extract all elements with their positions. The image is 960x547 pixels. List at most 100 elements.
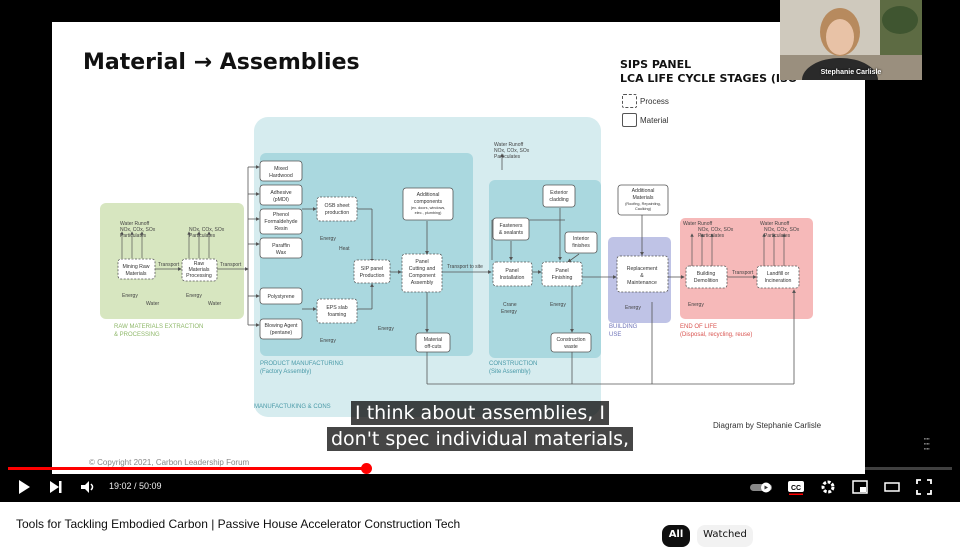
raw-processing-line-2: Materials <box>188 267 209 273</box>
fullscreen-button[interactable] <box>912 476 936 498</box>
chip-watched[interactable]: Watched <box>697 525 753 547</box>
sip-line-1: SIP panel <box>361 266 383 272</box>
mfg-stage-label: MANUFACTUKING & CONS <box>254 404 331 410</box>
fasteners-line-2: & sealants <box>499 230 524 236</box>
polystyrene-label: Polystyrene <box>267 294 294 300</box>
cc-icon: CC <box>788 481 804 495</box>
autoplay-toggle[interactable] <box>748 476 774 498</box>
landfill-particulates: Particulates <box>764 233 791 239</box>
hardwood-line-2: Hardwood <box>269 173 293 179</box>
blowing-agent-line-1: Blowing Agent <box>265 323 298 329</box>
cutting-line-3: Component <box>409 273 436 279</box>
processing-energy: Energy <box>186 293 202 299</box>
volume-icon <box>81 481 94 493</box>
volume-button[interactable] <box>76 476 100 498</box>
legend-material-label: Material <box>640 116 669 125</box>
addl-materials-line-2: Materials <box>632 195 653 201</box>
next-button[interactable] <box>44 476 68 498</box>
autoplay-toggle-icon <box>750 482 772 493</box>
chip-all[interactable]: All <box>662 525 690 547</box>
transport-raw: Transport <box>158 262 180 268</box>
copyright-text: © Copyright 2021, Carbon Leadership Foru… <box>89 458 250 467</box>
replacement-line-3: Maintenance <box>627 280 657 286</box>
eps-line-1: EPS slab <box>326 305 347 311</box>
sip-line-2: Production <box>360 273 385 279</box>
theater-mode-button[interactable] <box>880 476 904 498</box>
sips-panel-title: SIPS PANEL LCA LIFE CYCLE STAGES (ISO <box>620 58 797 86</box>
diagram-credit: Diagram by Stephanie Carlisle <box>713 421 822 430</box>
cutting-line-4: Assembly <box>411 280 434 286</box>
processing-particulates: Particulates <box>189 233 216 239</box>
landfill-water-runoff: Water Runoff <box>760 221 790 227</box>
phenol-line-3: Resin <box>274 226 287 232</box>
processing-emissions: NOx, COx, SOx <box>189 227 225 233</box>
demo-particulates: Particulates <box>698 233 725 239</box>
legend-process-label: Process <box>640 97 669 106</box>
processing-water: Water <box>208 301 221 307</box>
sip-energy: Energy <box>378 326 394 332</box>
miniplayer-button[interactable] <box>848 476 872 498</box>
settings-button[interactable] <box>816 476 840 498</box>
progress-bar[interactable] <box>8 463 952 474</box>
demolition-energy: Energy <box>688 302 704 308</box>
addl-materials-line-3: (Roofing, Repainting, <box>625 202 661 206</box>
cladding-line-1: Exterior <box>550 190 568 196</box>
transport-eol: Transport <box>732 270 754 276</box>
finishes-line-1: Interior <box>573 236 589 242</box>
caption-line-1: I think about assemblies, I <box>351 401 609 425</box>
demolition-line-1: Building <box>697 271 716 277</box>
construction-stage-label-2: (Site Assembly) <box>489 369 531 375</box>
channel-watermark-icon: ▪▪▪▪▪▪▪▪▪▪▪▪ <box>924 436 930 451</box>
caption-line-2-wrap: don't spec individual materials, <box>0 427 960 451</box>
construction-stage-label-1: CONSTRUCTION <box>489 361 537 367</box>
raw-emissions: NOx, COx, SOx <box>120 227 156 233</box>
addl-materials-line-1: Additional <box>632 188 655 194</box>
presentation-slide: Material → Assemblies SIPS PANEL LCA LIF… <box>52 22 865 474</box>
captions-button[interactable]: CC <box>784 476 808 498</box>
progress-scrubber-handle[interactable] <box>361 463 373 474</box>
slide-title: Material → Assemblies <box>83 50 360 75</box>
crane-label: Crane <box>503 302 517 308</box>
cladding-line-2: cladding <box>549 197 568 203</box>
components-line-2: components <box>414 199 443 205</box>
sips-title-line-2: LCA LIFE CYCLE STAGES (ISO <box>620 72 798 85</box>
demolition-line-2: Demolition <box>694 278 719 284</box>
use-energy: Energy <box>625 305 641 311</box>
finishing-line-2: Finishing <box>552 275 573 281</box>
caption-line-1-wrap: I think about assemblies, I <box>0 401 960 425</box>
video-title[interactable]: Tools for Tackling Embodied Carbon | Pas… <box>16 517 461 531</box>
raw-processing-line-1: Raw <box>194 261 205 267</box>
eol-stage-label-1: END OF LIFE <box>680 324 717 330</box>
installation-line-1: Panel <box>505 268 518 274</box>
video-player[interactable]: Material → Assemblies SIPS PANEL LCA LIF… <box>0 0 960 502</box>
osb-line-2: production <box>325 210 349 216</box>
phenol-line-1: Phenol <box>273 212 289 218</box>
use-stage-label-2: USE <box>609 332 621 338</box>
legend-material-swatch <box>622 113 637 127</box>
svg-text:CC: CC <box>791 485 801 492</box>
play-button[interactable] <box>12 476 36 498</box>
raw-water-runoff: Water Runoff <box>120 221 150 227</box>
replacement-line-1: Replacement <box>627 266 658 272</box>
lca-diagram: Mining Raw Materials Raw Materials Proce… <box>100 117 813 417</box>
raw-stage-label-2: & PROCESSING <box>114 332 160 338</box>
fullscreen-icon <box>916 479 932 495</box>
paraffin-line-2: Wax <box>276 250 287 256</box>
transport-processing: Transport <box>220 262 242 268</box>
finishing-energy: Energy <box>550 302 566 308</box>
time-display: 19:02 / 50:09 <box>109 481 162 491</box>
eol-stage-label-2: (Disposal, recycling, reuse) <box>680 332 752 338</box>
components-line-1: Additional <box>417 192 440 198</box>
transport-to-site: Transport to site <box>447 264 483 270</box>
speaker-webcam: Stephanie Carlisle <box>780 0 922 80</box>
adhesive-line-2: (pMDI) <box>273 197 289 203</box>
cutting-line-2: Cutting and <box>409 266 436 272</box>
cutting-line-1: Panel <box>415 259 428 265</box>
crane-energy-label: Energy <box>501 309 517 315</box>
next-icon <box>50 481 62 493</box>
components-line-3: (ex. doors, windows, <box>411 206 446 210</box>
raw-stage-label-1: RAW MATERIALS EXTRACTION <box>114 324 203 330</box>
eps-energy: Energy <box>320 338 336 344</box>
site-water-runoff: Water Runoff <box>494 142 524 148</box>
mining-box-line-1: Mining Raw <box>122 264 149 270</box>
